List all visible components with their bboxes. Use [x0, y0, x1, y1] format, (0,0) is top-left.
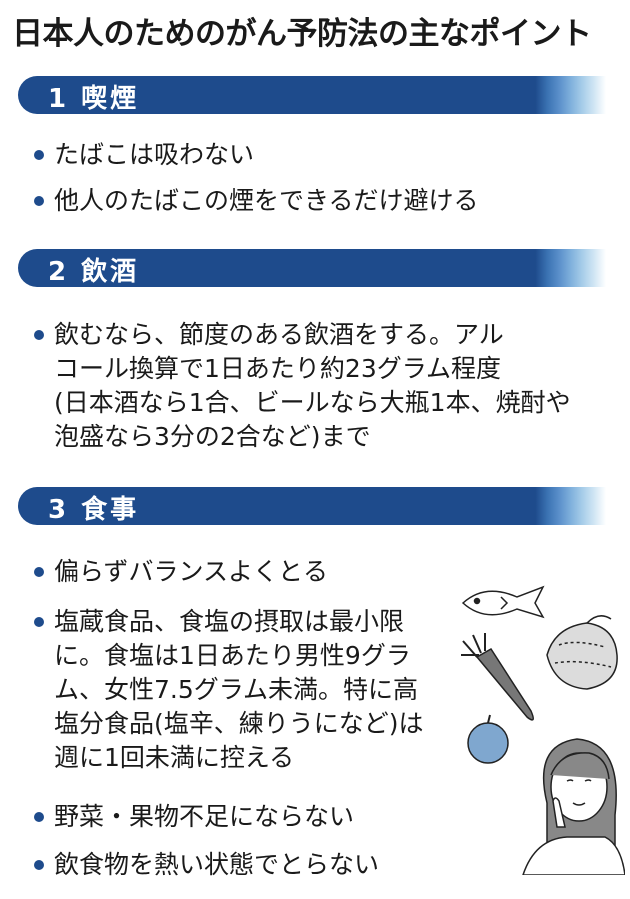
woman-thinking-icon: [522, 738, 625, 875]
list-item: たばこは吸わない: [34, 138, 254, 172]
list-item: 野菜・果物不足にならない: [34, 800, 354, 834]
fish-icon: [461, 585, 545, 619]
section-header-label: 3 食事: [48, 495, 140, 525]
section-header-label: 2 飲酒: [48, 257, 140, 287]
list-item: 他人のたばこの煙をできるだけ避ける: [34, 184, 479, 218]
page-title: 日本人のためのがん予防法の主なポイント: [12, 16, 592, 52]
bullet-icon: [34, 330, 44, 340]
carrot-icon: [461, 633, 534, 721]
section-header-smoking: 1 喫煙: [18, 76, 606, 114]
chicken-icon: [546, 615, 618, 690]
section-header-label: 1 喫煙: [48, 84, 140, 114]
list-item: 塩蔵食品、食塩の摂取は最小限 に。食塩は1日あたり男性9グラ ム、女性7.5グラ…: [34, 605, 458, 775]
section-header-drinking: 2 飲酒: [18, 249, 606, 287]
bullet-icon: [34, 860, 44, 870]
apple-icon: [467, 714, 509, 764]
section-header-diet: 3 食事: [18, 487, 606, 525]
list-item: 飲食物を熱い状態でとらない: [34, 848, 379, 882]
food-illustration: [461, 585, 625, 875]
bullet-icon: [34, 812, 44, 822]
bullet-icon: [34, 617, 44, 627]
list-item: 飲むなら、節度のある飲酒をする。アル コール換算で1日あたり約23グラム程度 (…: [34, 318, 571, 454]
bullet-icon: [34, 567, 44, 577]
bullet-icon: [34, 150, 44, 160]
list-item: 偏らずバランスよくとる: [34, 555, 328, 589]
bullet-icon: [34, 196, 44, 206]
